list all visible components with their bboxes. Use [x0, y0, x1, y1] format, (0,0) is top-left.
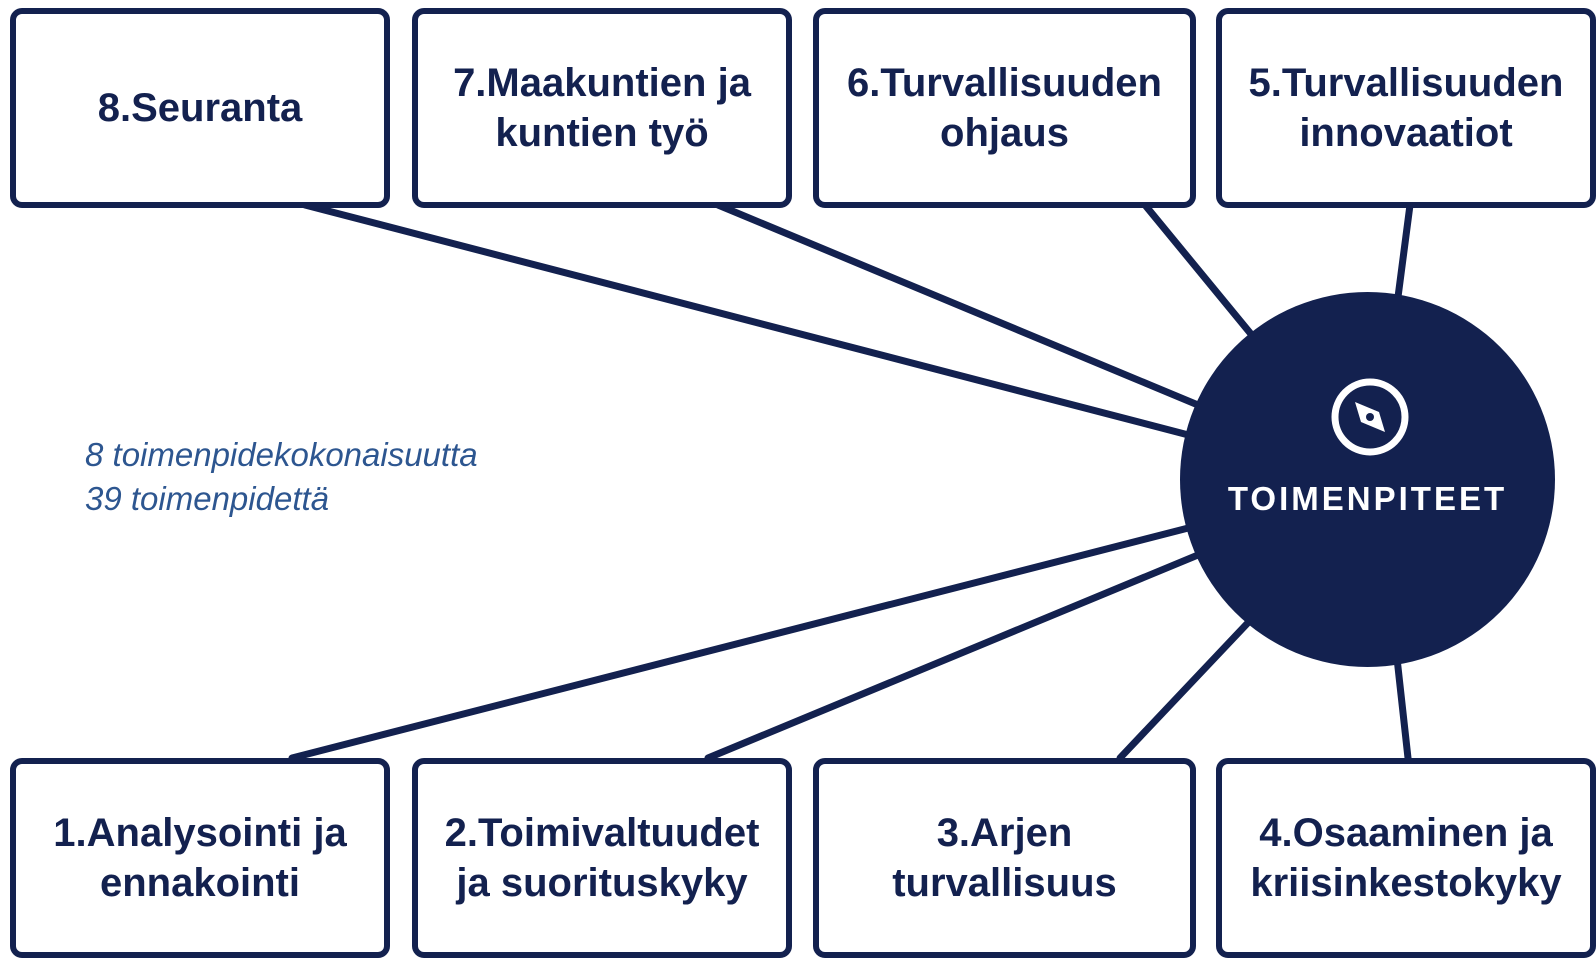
box-label: 7.Maakuntien ja kuntien työ — [453, 61, 751, 155]
box-seuranta: 8.Seuranta — [10, 8, 390, 208]
compass-icon — [1331, 378, 1409, 456]
box-label: 5.Turvallisuuden innovaatiot — [1248, 61, 1564, 155]
box-label: 2.Toimivaltuudet ja suorituskyky — [444, 811, 760, 905]
connector-7 — [714, 201, 1214, 414]
connector-6 — [1141, 201, 1264, 349]
box-label: 1.Analysointi ja ennakointi — [53, 811, 347, 905]
note-line-1: 8 toimenpidekokonaisuutta — [85, 436, 478, 473]
box-label: 8.Seuranta — [97, 86, 303, 130]
box-turvallisuuden-ohjaus: 6.Turvallisuuden ohjaus — [813, 8, 1196, 208]
connector-3 — [1116, 606, 1264, 762]
box-osaaminen-ja-kriisinkestokyky: 4.Osaaminen ja kriisinkestokyky — [1216, 758, 1596, 958]
note-line-2: 39 toimenpidettä — [85, 480, 330, 517]
connector-2 — [704, 546, 1214, 762]
box-label: 6.Turvallisuuden ohjaus — [847, 61, 1162, 155]
connector-8 — [301, 201, 1204, 442]
summary-note: 8 toimenpidekokonaisuutta 39 toimenpidet… — [85, 433, 478, 521]
hub-title: TOIMENPITEET — [1227, 480, 1508, 517]
connector-1 — [288, 521, 1204, 762]
box-label: 3.Arjen turvallisuus — [892, 811, 1117, 905]
box-turvallisuuden-innovaatiot: 5.Turvallisuuden innovaatiot — [1216, 8, 1596, 208]
box-maakuntien-ja-kuntien-tyo: 7.Maakuntien ja kuntien työ — [412, 8, 792, 208]
box-label: 4.Osaaminen ja kriisinkestokyky — [1250, 811, 1562, 905]
box-arjen-turvallisuus: 3.Arjen turvallisuus — [813, 758, 1196, 958]
box-analysointi-ja-ennakointi: 1.Analysointi ja ennakointi — [10, 758, 390, 958]
hub-circle: TOIMENPITEET — [1180, 292, 1555, 667]
box-toimivaltuudet-ja-suorituskyky: 2.Toimivaltuudet ja suorituskyky — [412, 758, 792, 958]
